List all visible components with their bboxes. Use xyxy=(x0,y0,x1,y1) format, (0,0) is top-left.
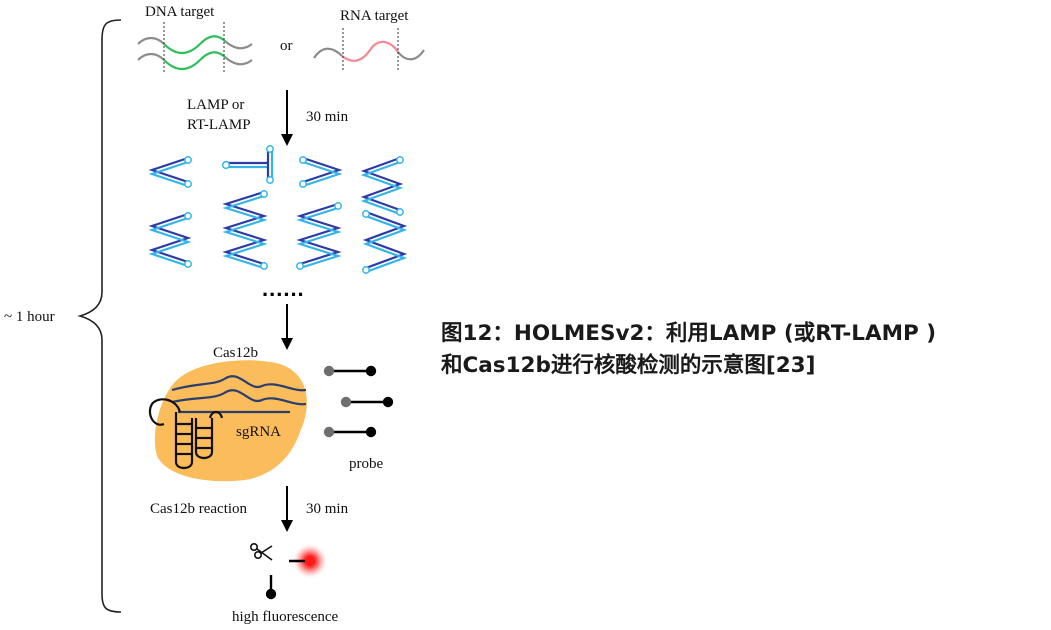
total-time-label: ~ 1 hour xyxy=(4,309,55,325)
lamp-products xyxy=(148,145,408,274)
step1-time-label: 30 min xyxy=(306,109,349,125)
probe-label: probe xyxy=(349,456,383,472)
cas12b-label: Cas12b xyxy=(213,345,258,361)
cleaved-probe-quencher xyxy=(265,575,277,600)
dna-target-icon xyxy=(137,22,253,72)
rna-target-label: RNA target xyxy=(340,8,409,24)
lamp-dumbbell-icon xyxy=(221,145,274,184)
lamp-product-icon xyxy=(296,202,342,270)
lamp-product-icon xyxy=(299,156,343,188)
arrow-down-icon xyxy=(281,486,293,532)
probe-icon xyxy=(340,396,394,408)
lamp-product-icon xyxy=(148,156,192,188)
lamp-label-line1: LAMP or xyxy=(187,97,244,113)
or-label: or xyxy=(280,38,293,54)
lamp-product-icon xyxy=(148,212,192,268)
figure-caption: 图12：HOLMESv2：利用LAMP (或RT-LAMP ) 和Cas12b进… xyxy=(441,318,1049,382)
lamp-product-icon xyxy=(362,210,408,274)
probe-icon xyxy=(323,426,377,438)
lamp-label-line2: RT-LAMP xyxy=(187,117,251,133)
cleaved-probe-fluorescent xyxy=(289,543,328,579)
continuation-dots: ...... xyxy=(262,276,305,301)
reaction-label: Cas12b reaction xyxy=(150,501,248,517)
caption-line-2: 和Cas12b进行核酸检测的示意图[23] xyxy=(441,353,816,378)
sgrna-label: sgRNA xyxy=(236,424,281,440)
arrow-down-icon xyxy=(281,304,293,350)
cas12b-complex xyxy=(148,360,307,482)
lamp-product-icon xyxy=(222,190,268,270)
arrow-down-icon xyxy=(281,90,293,146)
step3-time-label: 30 min xyxy=(306,501,349,517)
dna-target-label: DNA target xyxy=(145,4,215,20)
brace-icon xyxy=(77,19,122,613)
scissors-icon xyxy=(250,542,273,561)
rna-target-icon xyxy=(313,28,425,72)
lamp-product-icon xyxy=(360,156,404,216)
high-fluorescence-label: high fluorescence xyxy=(232,609,339,625)
probe-icon xyxy=(323,365,377,377)
caption-line-1: 图12：HOLMESv2：利用LAMP (或RT-LAMP ) xyxy=(441,321,937,346)
